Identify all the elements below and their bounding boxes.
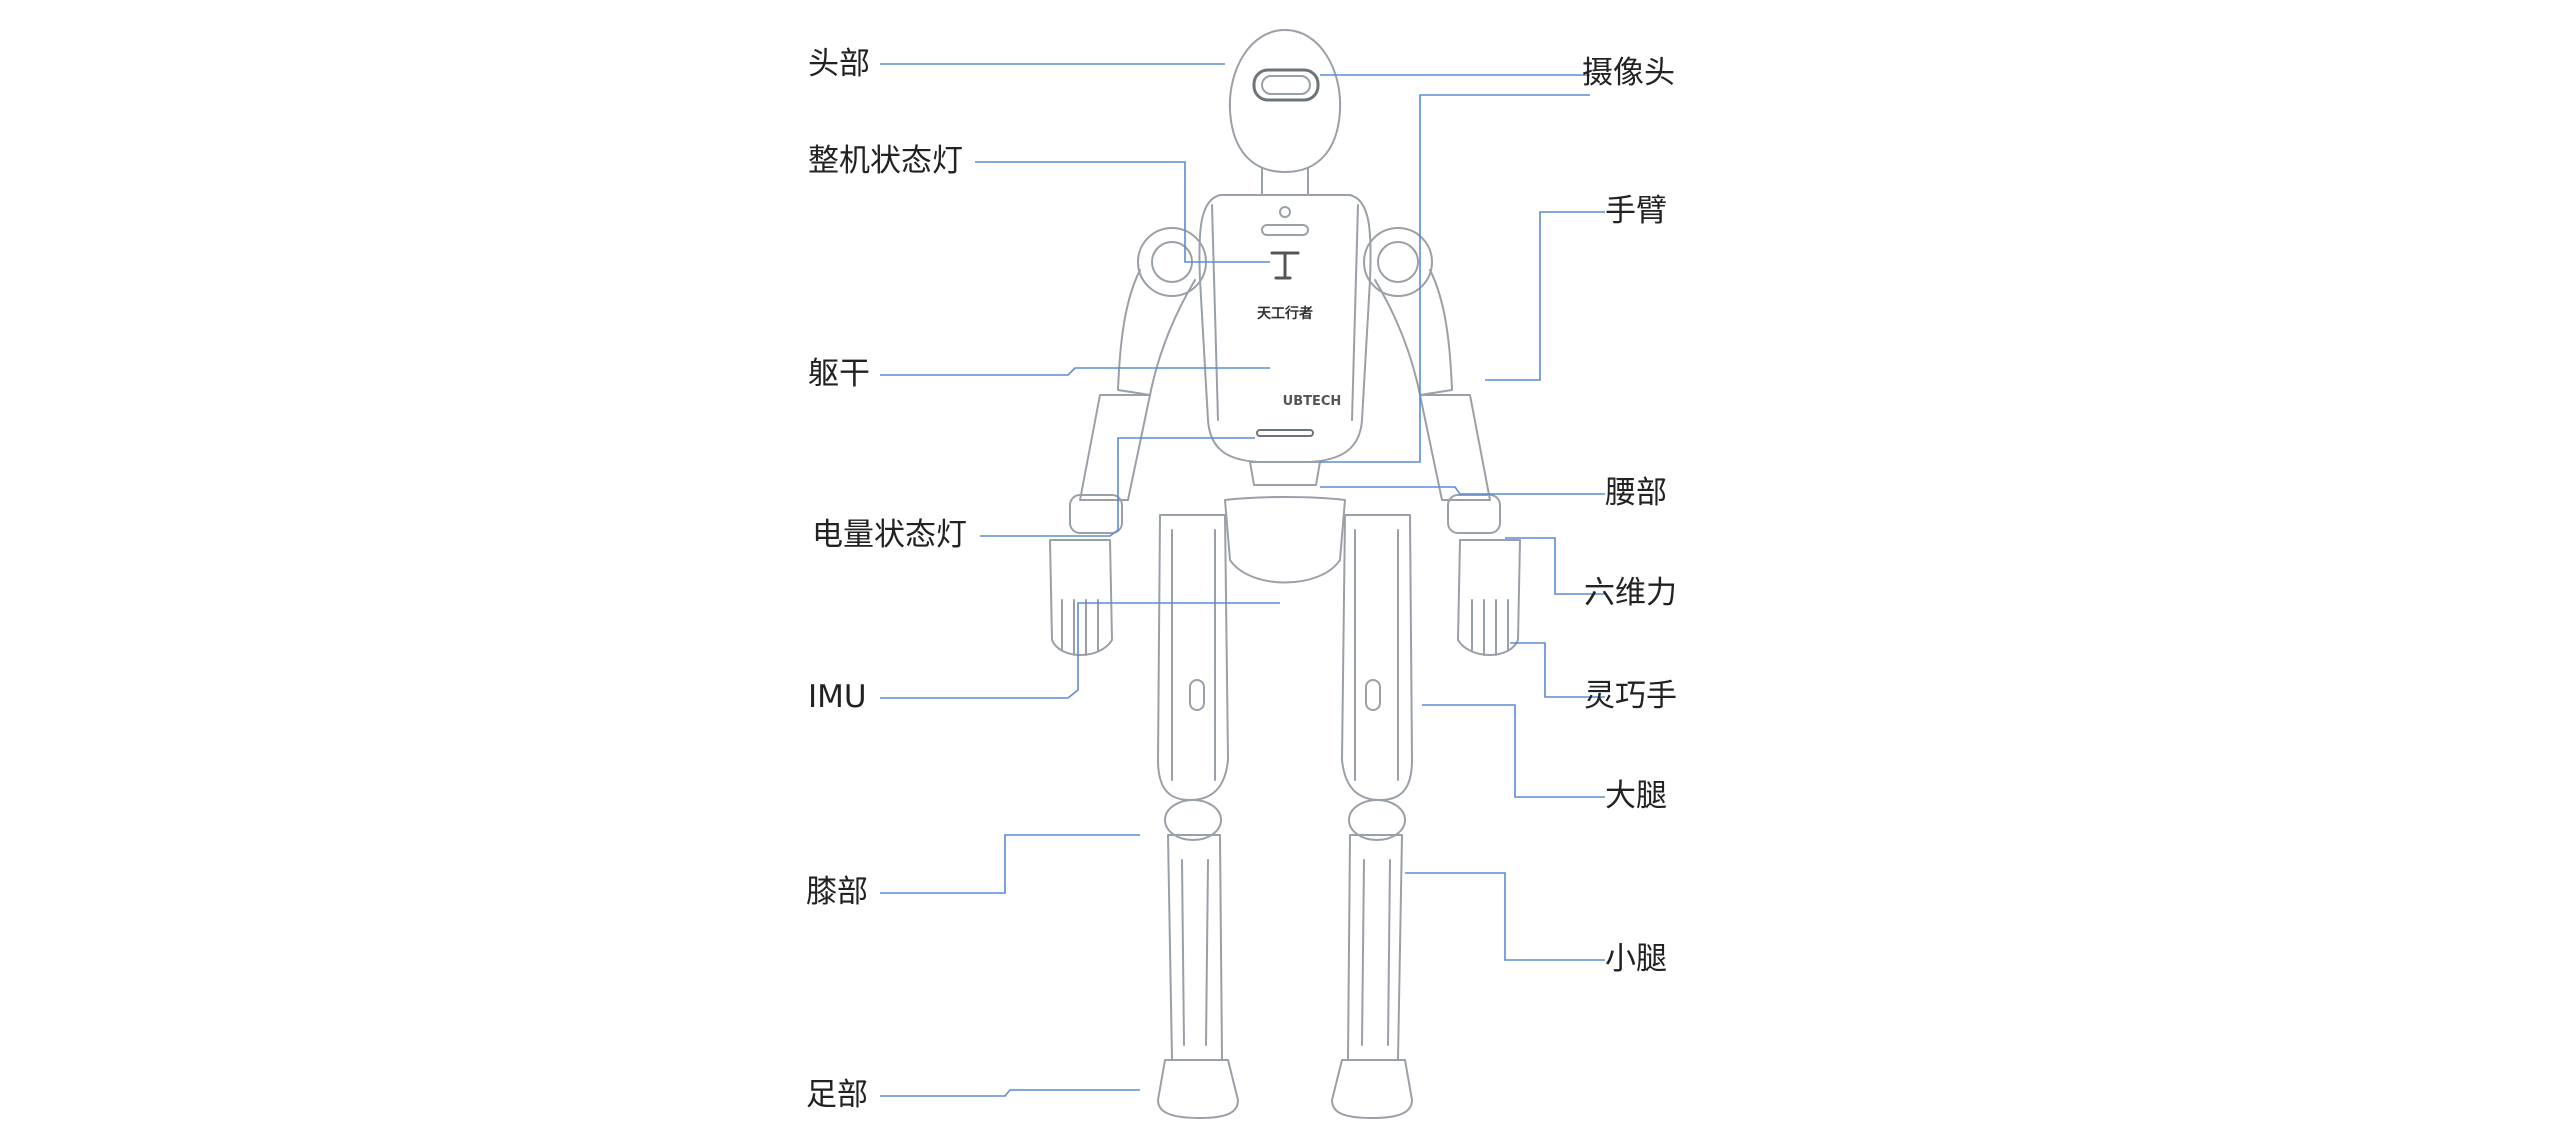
right-forearm	[1419, 394, 1491, 501]
right-thigh	[1341, 514, 1413, 801]
label-knee: 膝部	[806, 874, 868, 910]
leader-imu	[880, 602, 1280, 699]
robot-pelvis	[1224, 496, 1346, 584]
leader-foot	[880, 1089, 1140, 1097]
label-waist: 腰部	[1605, 475, 1667, 511]
leader-status-light	[975, 161, 1270, 263]
camera-visor	[1252, 68, 1320, 102]
leader-arm	[1485, 211, 1605, 381]
label-battery-light: 电量状态灯	[812, 517, 967, 553]
right-hand	[1457, 539, 1521, 656]
label-arm: 手臂	[1605, 193, 1667, 229]
label-shank: 小腿	[1605, 941, 1667, 977]
left-knee	[1164, 799, 1222, 841]
leader-knee	[880, 834, 1140, 894]
leader-hand	[1510, 642, 1605, 698]
right-foot	[1331, 1059, 1413, 1119]
label-head: 头部	[808, 46, 870, 82]
robot-head	[1228, 29, 1342, 173]
left-thigh	[1157, 514, 1229, 801]
right-shank	[1347, 834, 1403, 1061]
label-torso: 躯干	[808, 356, 870, 392]
leader-torso	[880, 367, 1270, 376]
label-status-light: 整机状态灯	[808, 143, 963, 179]
left-foot	[1157, 1059, 1239, 1119]
left-upper-arm	[1117, 269, 1196, 396]
label-foot: 足部	[806, 1077, 868, 1113]
leader-camera-down	[1320, 94, 1590, 463]
brand-text: UBTECH	[1283, 394, 1342, 409]
label-dexterous-hand: 灵巧手	[1584, 678, 1677, 714]
left-shank	[1167, 834, 1223, 1061]
battery-light-bar	[1256, 429, 1314, 437]
leader-thigh	[1422, 704, 1605, 798]
label-camera: 摄像头	[1582, 55, 1675, 91]
label-thigh: 大腿	[1605, 778, 1667, 814]
robot-neck	[1261, 167, 1309, 196]
left-hand	[1049, 539, 1113, 656]
left-forearm	[1079, 394, 1151, 501]
robot-waist	[1249, 461, 1321, 486]
right-knee	[1348, 799, 1406, 841]
chest-name-text: 天工行者	[1257, 305, 1313, 322]
label-six-axis-force: 六维力	[1584, 575, 1677, 611]
leader-shank	[1405, 872, 1605, 961]
leader-battery-light	[980, 437, 1255, 537]
status-light-logo	[1270, 251, 1300, 280]
right-shoulder	[1363, 227, 1433, 297]
right-upper-arm	[1374, 269, 1453, 396]
label-imu: IMU	[808, 679, 867, 715]
leader-six-axis	[1505, 537, 1605, 595]
leader-waist	[1320, 486, 1605, 495]
